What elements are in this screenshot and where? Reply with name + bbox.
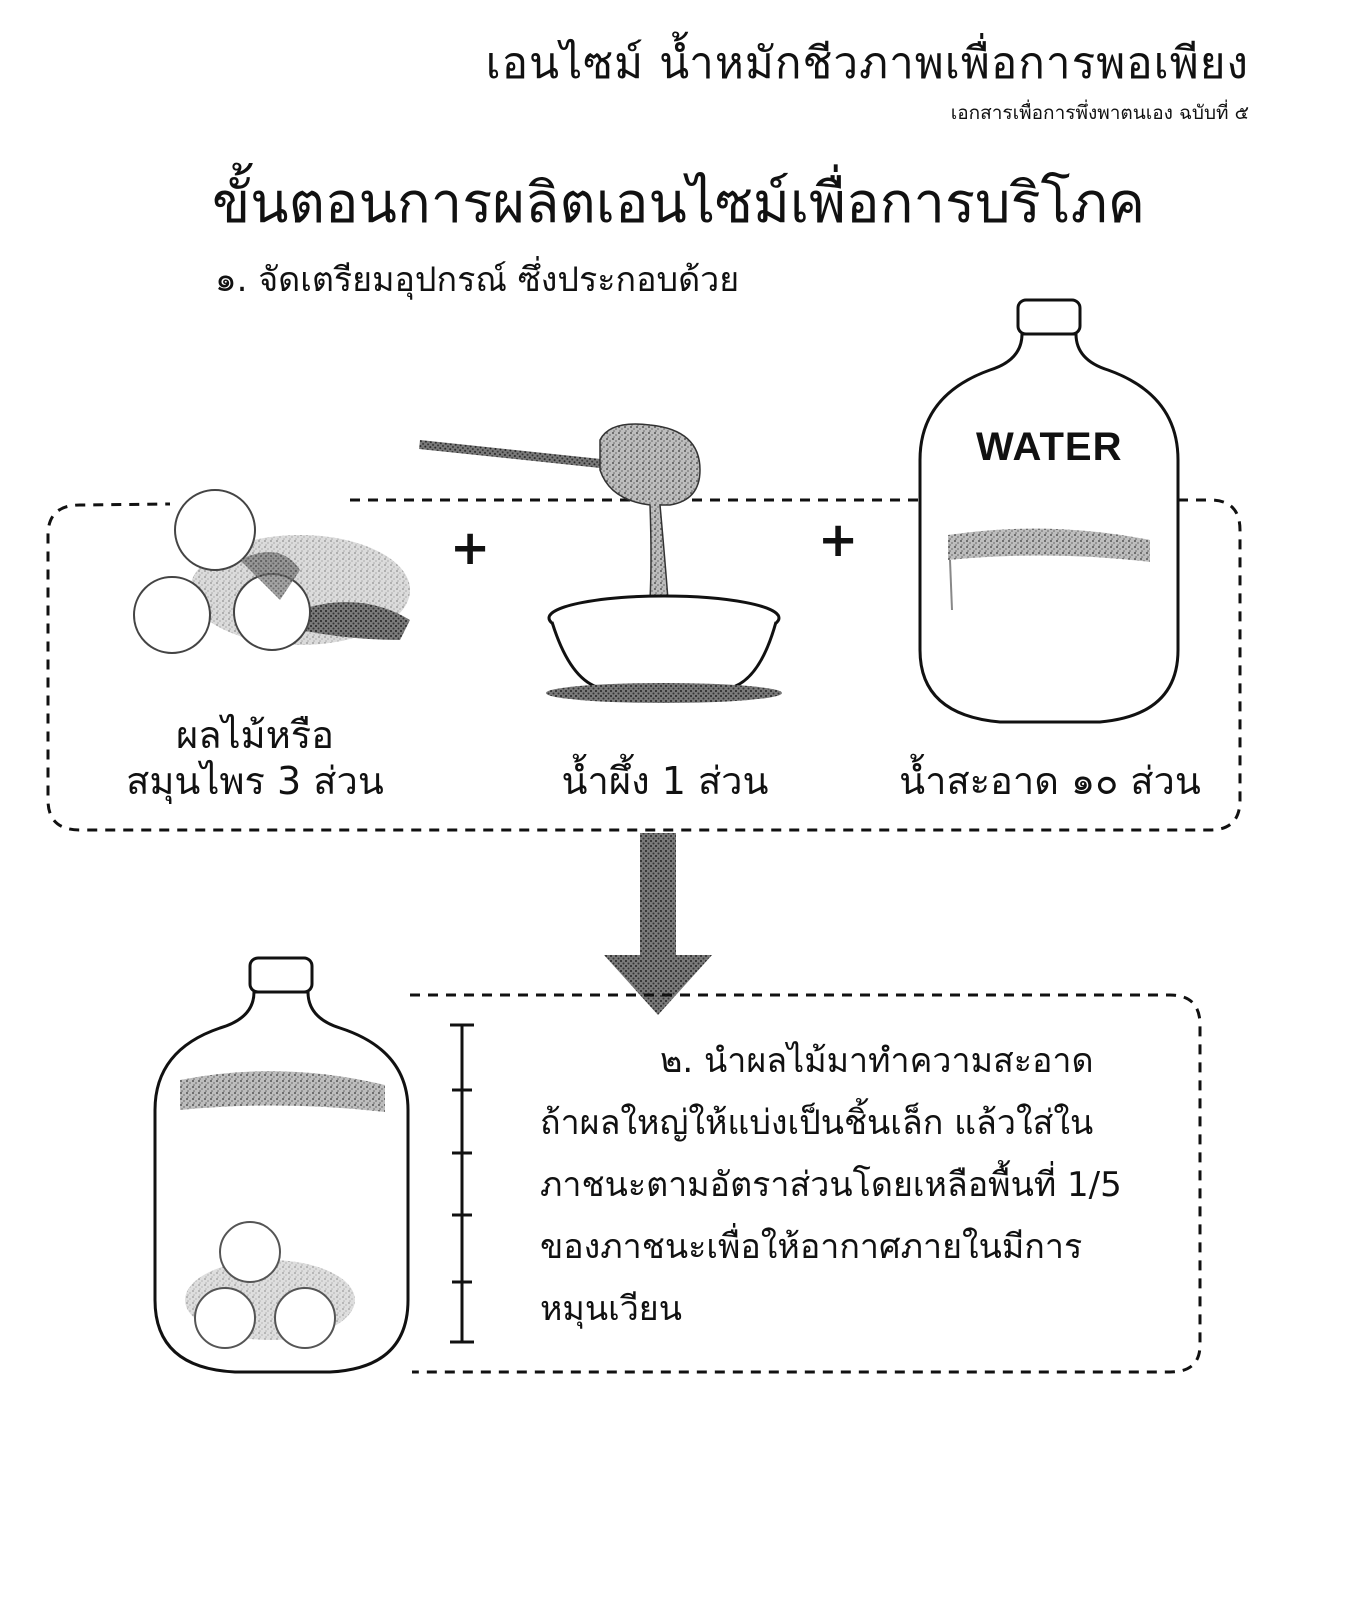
- header-subtitle: เอกสารเพื่อการพึ่งพาตนเอง ฉบับที่ ๕: [950, 102, 1249, 124]
- plus-sign: +: [450, 520, 491, 576]
- step2-line: ภาชนะตามอัตราส่วนโดยเหลือพื้นที่ 1/5: [540, 1165, 1122, 1205]
- ingredient-water-caption: น้ำสะอาด ๑๐ ส่วน: [899, 759, 1201, 803]
- down-arrow-icon: [604, 833, 712, 1015]
- plus-sign: +: [818, 512, 859, 568]
- measurement-scale: [450, 1023, 474, 1344]
- step2-line: ถ้าผลใหญ่ให้แบ่งเป็นชิ้นเล็ก แล้วใส่ใน: [540, 1103, 1094, 1143]
- step2-line: หมุนเวียน: [540, 1289, 682, 1329]
- fermenting-jar-icon: [153, 956, 410, 1374]
- step2-line: ๒. นำผลไม้มาทำความสะอาด: [660, 1041, 1094, 1081]
- page-title: ขั้นตอนการผลิตเอนไซม์เพื่อการบริโภค: [212, 171, 1146, 236]
- step2-line: ของภาชนะเพื่อให้อากาศภายในมีการ: [540, 1227, 1083, 1267]
- fruit-pile-icon: [133, 489, 410, 654]
- ingredient-fruit-line1: ผลไม้หรือ: [176, 713, 334, 757]
- header-title: เอนไซม์ น้ำหมักชีวภาพเพื่อการพอเพียง: [485, 38, 1249, 89]
- ingredient-honey-caption: น้ำผึ้ง 1 ส่วน: [561, 759, 769, 803]
- water-jug-icon: [918, 298, 1180, 724]
- step1-heading: ๑. จัดเตรียมอุปกรณ์ ซึ่งประกอบด้วย: [215, 260, 740, 300]
- step2-text: ๒. นำผลไม้มาทำความสะอาด ถ้าผลใหญ่ให้แบ่ง…: [540, 1030, 1160, 1340]
- ingredient-fruit-caption: ผลไม้หรือ สมุนไพร 3 ส่วน: [110, 712, 400, 804]
- ingredients-dashed-box: [46, 498, 1242, 832]
- ingredient-fruit-line2: สมุนไพร 3 ส่วน: [126, 759, 384, 803]
- honey-bowl-icon: [419, 423, 782, 703]
- water-label: WATER: [976, 425, 1123, 469]
